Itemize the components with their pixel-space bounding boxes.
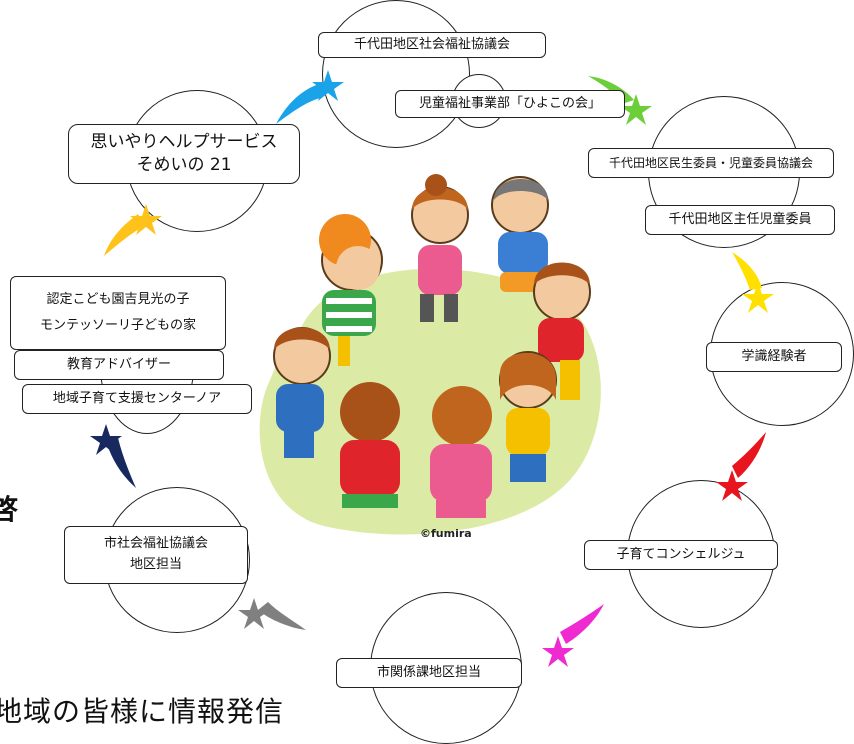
shooting-star-orange <box>104 204 162 256</box>
shooting-star-yellow <box>732 252 774 313</box>
label-shakyo-text: 千代田地区社会福祉協議会 <box>353 36 510 52</box>
label-gakushiki-text: 学識経験者 <box>741 348 807 364</box>
label-shikankei-text: 市関係課地区担当 <box>376 664 481 680</box>
label-shishakyo: 市社会福祉協議会 地区担当 <box>64 526 248 584</box>
label-advisor-text: 教育アドバイザー <box>66 356 171 372</box>
label-kodomoen-line1: 認定こども園吉見光の子 <box>46 292 190 307</box>
shooting-star-navy <box>90 424 136 488</box>
node-circle-shakyo <box>322 0 470 148</box>
shooting-star-red <box>716 432 766 501</box>
shooting-star-gray <box>238 598 306 630</box>
label-shunin: 千代田地区主任児童委員 <box>645 205 835 235</box>
label-minsei-text: 千代田地区民生委員・児童委員協議会 <box>608 155 813 170</box>
label-advisor: 教育アドバイザー <box>14 350 224 380</box>
label-support-text: 地域子育て支援センターノア <box>52 390 222 406</box>
label-help-line2: そめいの 21 <box>136 155 232 175</box>
label-shakyo: 千代田地区社会福祉協議会 <box>318 32 546 58</box>
label-support: 地域子育て支援センターノア <box>22 384 252 414</box>
children-circle-illustration <box>273 174 591 518</box>
label-minsei: 千代田地区民生委員・児童委員協議会 <box>588 148 834 178</box>
label-help-line1: 思いやりヘルプサービス <box>90 132 278 153</box>
footer-text: 地域の皆様に情報発信 <box>0 695 285 728</box>
label-kodomoen-line2: モンテッソーリ子どもの家 <box>39 318 196 333</box>
label-shishakyo-line1: 市社会福祉協議会 <box>103 536 208 552</box>
label-concierge: 子育てコンシェルジュ <box>584 540 778 570</box>
shooting-star-blue <box>276 70 344 124</box>
label-shikankei: 市関係課地区担当 <box>336 658 522 688</box>
label-help: 思いやりヘルプサービス そめいの 21 <box>68 124 300 184</box>
label-shunin-text: 千代田地区主任児童委員 <box>668 211 812 227</box>
label-concierge-text: 子育てコンシェルジュ <box>616 546 746 562</box>
label-hiyoko-text: 児童福祉事業部「ひよこの会」 <box>418 95 601 111</box>
edge-glyph-partial: 啓 <box>0 493 19 526</box>
label-shishakyo-line2: 地区担当 <box>129 557 182 572</box>
illustration-credit: ©fumira <box>420 527 472 540</box>
label-hiyoko: 児童福祉事業部「ひよこの会」 <box>395 90 625 118</box>
shooting-star-magenta <box>542 604 604 667</box>
label-gakushiki: 学識経験者 <box>706 342 842 372</box>
label-kodomoen: 認定こども園吉見光の子 モンテッソーリ子どもの家 <box>10 276 226 350</box>
